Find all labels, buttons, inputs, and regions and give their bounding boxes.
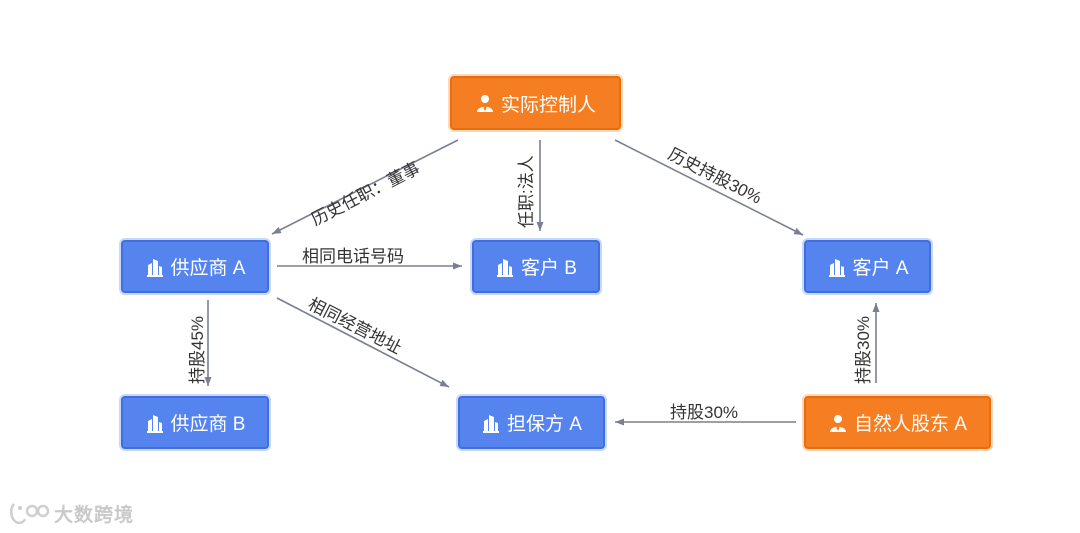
edge-label-shares-45: 持股45% — [188, 315, 207, 384]
node-label: 客户 A — [852, 258, 909, 279]
edge-label-shares-30-up: 持股30% — [854, 315, 873, 384]
watermark-logo-icon — [10, 503, 50, 525]
person-icon — [476, 95, 493, 112]
edge-controller-to-supplier-a — [271, 139, 459, 235]
building-icon — [483, 414, 500, 433]
building-icon — [828, 258, 845, 277]
node-label: 供应商 A — [170, 258, 246, 279]
node-label: 担保方 A — [507, 414, 582, 435]
node-label: 自然人股东 A — [854, 414, 967, 435]
edge-label-same-phone: 相同电话号码 — [302, 247, 404, 266]
node-customer-b[interactable]: 客户 B — [472, 240, 600, 293]
building-icon — [146, 258, 163, 277]
building-icon — [146, 414, 163, 433]
node-supplier-b[interactable]: 供应商 B — [121, 396, 269, 449]
building-icon — [497, 258, 514, 277]
node-actual-controller[interactable]: 实际控制人 — [450, 76, 621, 130]
edge-controller-to-customer-a — [614, 139, 804, 236]
node-supplier-a[interactable]: 供应商 A — [121, 240, 269, 293]
edge-label-shares-30-left: 持股30% — [670, 403, 739, 422]
node-label: 实际控制人 — [500, 94, 596, 116]
node-customer-a[interactable]: 客户 A — [804, 240, 931, 293]
edge-supplier-a-to-guarantor-a — [276, 297, 450, 388]
node-natural-shareholder-a[interactable]: 自然人股东 A — [804, 396, 991, 449]
node-guarantor-a[interactable]: 担保方 A — [458, 396, 605, 449]
edge-label-legal-person: 任职:法人 — [517, 155, 536, 228]
node-label: 客户 B — [521, 258, 577, 279]
watermark-text: 大数跨境 — [54, 504, 135, 526]
person-icon — [830, 414, 847, 432]
watermark: 大数跨境 — [8, 498, 134, 528]
node-label: 供应商 B — [170, 414, 246, 435]
